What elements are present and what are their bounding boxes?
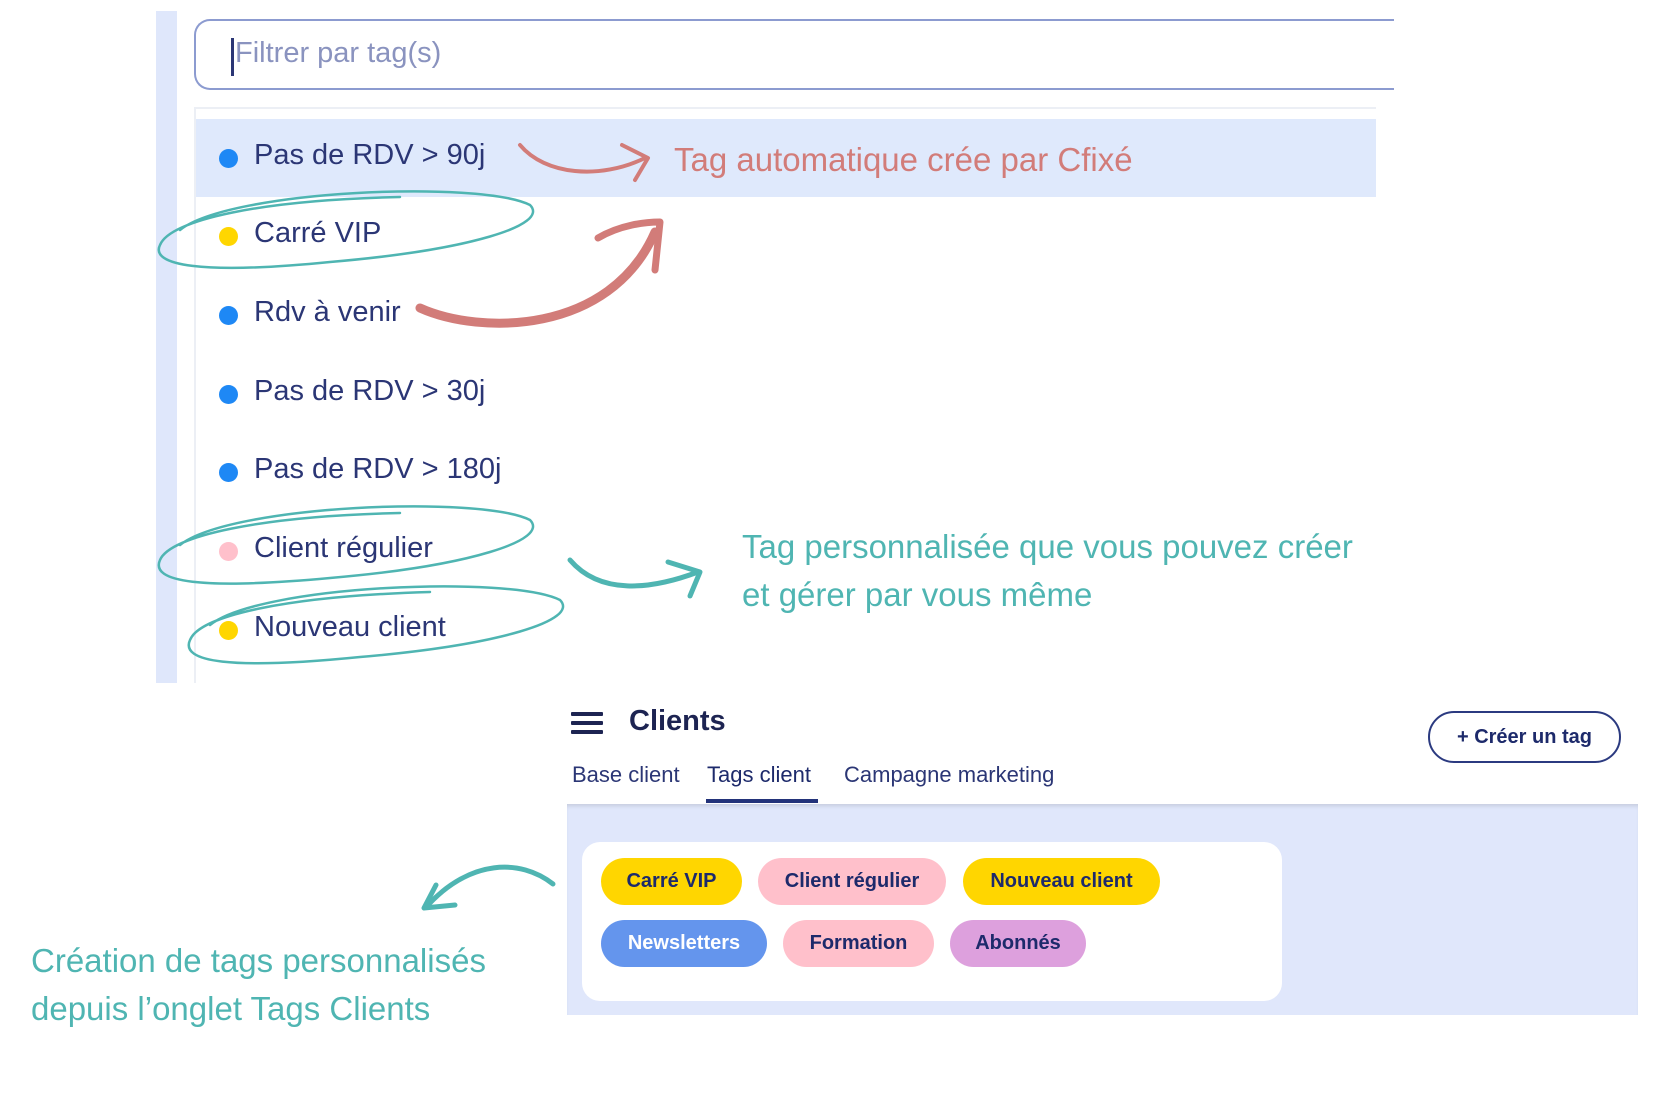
highlight-ellipse <box>157 190 535 270</box>
dropdown-item-label: Client régulier <box>254 532 433 564</box>
page-title: Clients <box>629 705 726 737</box>
tag-chip[interactable]: Abonnés <box>950 920 1086 967</box>
hamburger-menu-icon[interactable] <box>571 712 603 734</box>
custom-tag-annotation-line2: et gérer par vous même <box>742 576 1093 613</box>
creation-annotation-line1: Création de tags personnalisés <box>31 942 486 979</box>
tag-filter-input[interactable]: Filtrer par tag(s) <box>194 19 1394 90</box>
tags-card: Carré VIP Client régulier Nouveau client… <box>582 842 1282 1001</box>
tab-tags-client[interactable]: Tags client <box>707 762 811 787</box>
dropdown-item-label: Carré VIP <box>254 217 382 249</box>
tag-dot-icon <box>219 149 238 168</box>
dropdown-item[interactable]: Nouveau client <box>196 591 1376 669</box>
dropdown-item[interactable]: Pas de RDV > 90j <box>196 119 1376 197</box>
dropdown-item-label: Pas de RDV > 180j <box>254 453 502 485</box>
tag-chip[interactable]: Nouveau client <box>963 858 1160 905</box>
custom-tag-annotation-line1: Tag personnalisée que vous pouvez créer <box>742 528 1353 565</box>
dropdown-item-label: Rdv à venir <box>254 296 401 328</box>
create-tag-button[interactable]: + Créer un tag <box>1428 711 1621 763</box>
auto-tag-annotation: Tag automatique crée par Cfixé <box>674 141 1133 178</box>
arrow-icon <box>567 557 701 589</box>
tag-dot-icon <box>219 306 238 325</box>
tag-dot-icon <box>219 621 238 640</box>
tag-dot-icon <box>219 385 238 404</box>
sidebar-strip <box>156 11 177 683</box>
active-tab-indicator <box>706 799 818 803</box>
tag-chip[interactable]: Client régulier <box>758 858 946 905</box>
dropdown-item-label: Pas de RDV > 30j <box>254 375 486 407</box>
arrow-icon <box>594 218 664 274</box>
tag-dot-icon <box>219 227 238 246</box>
tag-chip[interactable]: Newsletters <box>601 920 767 967</box>
tag-filter-placeholder: Filtrer par tag(s) <box>235 37 442 69</box>
arrow-icon <box>421 882 458 911</box>
tag-dot-icon <box>219 463 238 482</box>
dropdown-item-label: Pas de RDV > 90j <box>254 139 486 171</box>
highlight-ellipse <box>157 505 535 585</box>
arrow-icon <box>518 143 647 174</box>
tag-dropdown: Pas de RDV > 90j Carré VIP Rdv à venir P… <box>194 107 1376 683</box>
tab-base-client[interactable]: Base client <box>572 762 680 787</box>
text-cursor <box>231 38 234 76</box>
highlight-ellipse <box>187 585 565 665</box>
tab-campagne-marketing[interactable]: Campagne marketing <box>844 762 1055 787</box>
arrow-icon <box>620 143 650 182</box>
arrow-icon <box>665 559 703 599</box>
tag-chip[interactable]: Formation <box>783 920 934 967</box>
dropdown-item-label: Nouveau client <box>254 611 446 643</box>
dropdown-item[interactable]: Client régulier <box>196 512 1376 590</box>
arrow-icon <box>425 864 556 908</box>
dropdown-item[interactable]: Rdv à venir <box>196 276 1376 354</box>
tag-dot-icon <box>219 542 238 561</box>
dropdown-item[interactable]: Pas de RDV > 30j <box>196 355 1376 433</box>
dropdown-item[interactable]: Pas de RDV > 180j <box>196 433 1376 511</box>
tag-chip[interactable]: Carré VIP <box>601 858 742 905</box>
arrow-icon <box>415 227 660 328</box>
creation-annotation-line2: depuis l’onglet Tags Clients <box>31 990 431 1027</box>
dropdown-item[interactable]: Carré VIP <box>196 197 1376 275</box>
